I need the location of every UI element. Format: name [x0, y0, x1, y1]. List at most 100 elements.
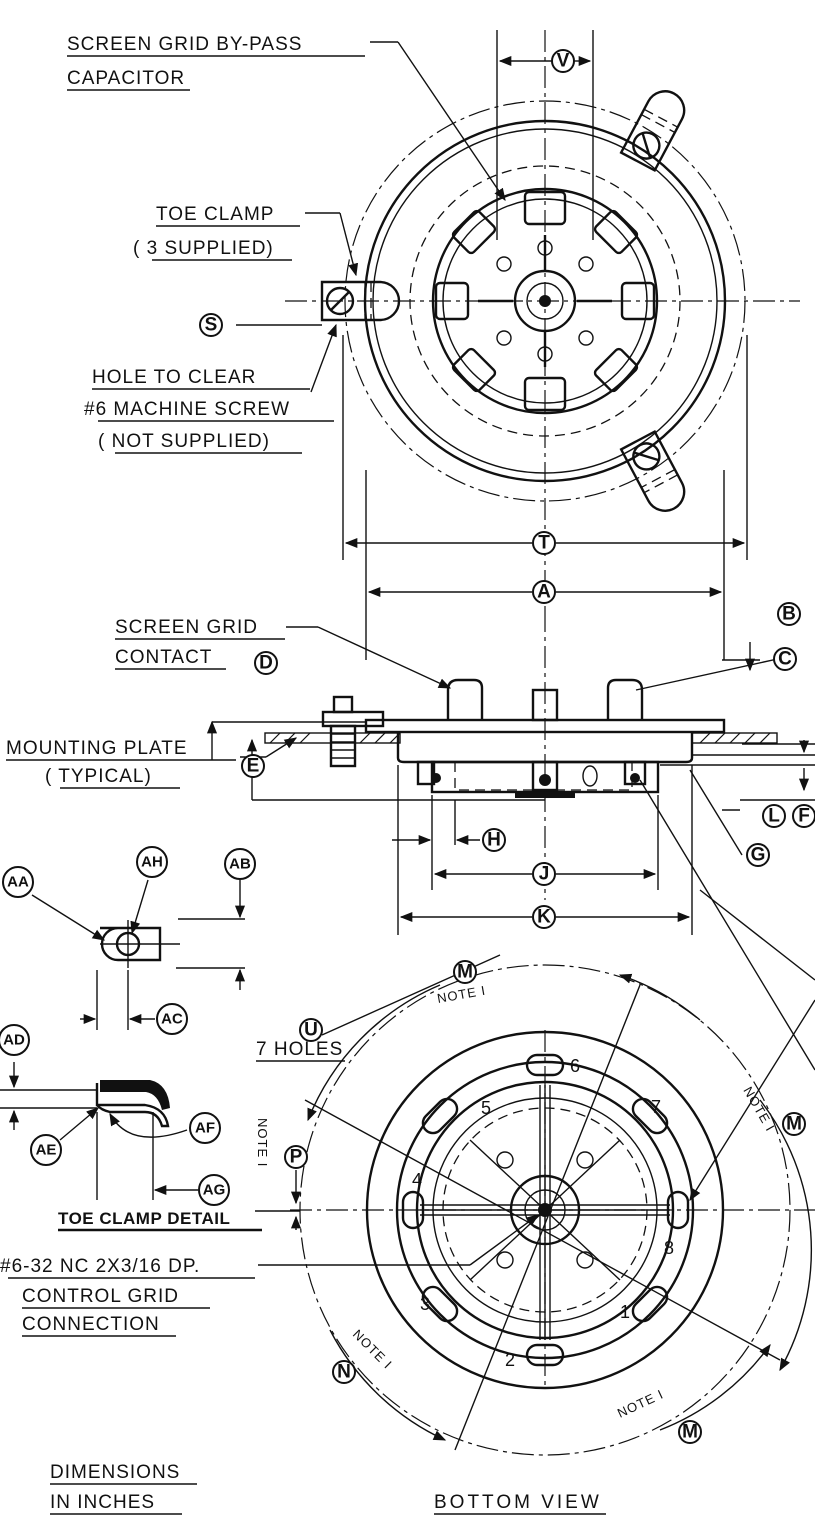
- socket-hub-inner: [526, 282, 564, 320]
- svg-text:N: N: [337, 1362, 351, 1383]
- side-view: [206, 610, 815, 1071]
- callout-AH: AH: [136, 846, 168, 878]
- svg-text:F: F: [798, 806, 810, 827]
- svg-text:AC: AC: [161, 1011, 183, 1028]
- label-toe-clamp-detail: TOE CLAMP DETAIL: [58, 1209, 230, 1228]
- note-lower-left: NOTE I: [350, 1327, 395, 1372]
- socket-center: [539, 295, 551, 307]
- svg-text:H: H: [487, 830, 501, 851]
- pin-1: 1: [620, 1302, 630, 1322]
- svg-text:U: U: [304, 1020, 318, 1041]
- label-toe-supplied: ( 3 SUPPLIED): [133, 238, 274, 259]
- label-capacitor: CAPACITOR: [67, 68, 185, 89]
- svg-text:AF: AF: [195, 1120, 215, 1137]
- svg-text:M: M: [786, 1114, 802, 1135]
- flange-inner: [372, 128, 718, 474]
- label-hole: HOLE TO CLEAR: [92, 367, 256, 388]
- label-screen-bypass: SCREEN GRID BY-PASS: [67, 34, 302, 55]
- svg-text:E: E: [247, 756, 260, 777]
- label-typical: ( TYPICAL): [45, 766, 152, 787]
- svg-text:J: J: [539, 864, 550, 885]
- label-dimensions: DIMENSIONS: [50, 1462, 180, 1483]
- svg-text:AB: AB: [229, 856, 251, 873]
- label-not-supplied: ( NOT SUPPLIED): [98, 431, 270, 452]
- callout-AB: AB: [224, 848, 256, 880]
- socket-hub: [513, 269, 577, 333]
- callout-S: S: [199, 313, 223, 337]
- callout-F: F: [792, 804, 815, 828]
- label-in-inches: IN INCHES: [50, 1492, 155, 1513]
- svg-text:AA: AA: [7, 874, 29, 891]
- callout-M-right: M: [782, 1112, 806, 1136]
- svg-text:A: A: [537, 582, 551, 603]
- label-bottom-view: BOTTOM VIEW: [434, 1492, 602, 1513]
- note-bottom: NOTE I: [615, 1386, 666, 1420]
- label-control-thread: #6-32 NC 2X3/16 DP.: [0, 1256, 200, 1277]
- callout-AC: AC: [156, 1003, 188, 1035]
- pin-3: 3: [420, 1294, 430, 1314]
- note-top: NOTE I: [436, 983, 487, 1006]
- toe-clamp-upper-right: [619, 90, 686, 173]
- callout-G: G: [746, 843, 770, 867]
- callout-K: K: [532, 905, 556, 929]
- svg-text:C: C: [778, 649, 792, 670]
- svg-text:AD: AD: [3, 1032, 25, 1049]
- label-screen-grid: SCREEN GRID: [115, 617, 258, 638]
- callout-J: J: [532, 862, 556, 886]
- hidden-circle: [409, 165, 681, 437]
- svg-text:T: T: [538, 533, 550, 554]
- svg-text:M: M: [682, 1422, 698, 1443]
- svg-text:P: P: [290, 1147, 303, 1168]
- callout-C: C: [773, 647, 797, 671]
- toe-clamp-detail: [0, 879, 246, 1200]
- callout-U: U: [299, 1018, 323, 1042]
- svg-text:AH: AH: [141, 854, 163, 871]
- pin-4: 4: [412, 1170, 422, 1190]
- label-mounting-plate: MOUNTING PLATE: [6, 738, 188, 759]
- svg-text:G: G: [751, 845, 766, 866]
- label-connection: CONNECTION: [22, 1314, 160, 1335]
- callout-AD: AD: [0, 1024, 30, 1056]
- callout-V: V: [551, 49, 575, 73]
- bolt-circle: [344, 100, 746, 502]
- svg-text:AE: AE: [36, 1142, 57, 1159]
- label-7-holes: 7 HOLES: [256, 1039, 343, 1060]
- callout-M-top: M: [453, 960, 477, 984]
- socket-body: [431, 187, 659, 415]
- pin-7: 7: [651, 1097, 661, 1117]
- callout-T: T: [532, 531, 556, 555]
- labels: SCREEN GRID BY-PASS CAPACITOR TOE CLAMP …: [0, 34, 778, 1515]
- svg-text:K: K: [537, 907, 551, 928]
- callout-N: N: [332, 1360, 356, 1384]
- callout-E: E: [241, 754, 265, 778]
- bottom-view: [255, 954, 815, 1456]
- callout-D: D: [254, 651, 278, 675]
- svg-text:D: D: [259, 653, 273, 674]
- svg-text:M: M: [457, 962, 473, 983]
- socket-ring: [442, 198, 648, 404]
- label-machine-screw: #6 MACHINE SCREW: [84, 399, 290, 420]
- top-dimensions: [342, 335, 748, 660]
- toe-clamp-lower-right: [619, 429, 686, 512]
- toe-clamp-left: [320, 280, 401, 322]
- svg-text:S: S: [205, 315, 218, 336]
- label-toe-clamp: TOE CLAMP: [156, 204, 274, 225]
- callout-P: P: [284, 1145, 308, 1169]
- pin-6: 6: [570, 1056, 580, 1076]
- top-view: [236, 30, 800, 610]
- pin-2: 2: [505, 1350, 515, 1370]
- pin-5: 5: [481, 1098, 491, 1118]
- callout-AF: AF: [189, 1112, 221, 1144]
- callout-H: H: [482, 828, 506, 852]
- svg-text:L: L: [768, 806, 780, 827]
- label-contact: CONTACT: [115, 647, 212, 668]
- callout-B: B: [777, 602, 801, 626]
- callout-AG: AG: [198, 1174, 230, 1206]
- pin-8: 8: [664, 1238, 674, 1258]
- label-control-grid: CONTROL GRID: [22, 1286, 179, 1307]
- callout-AA: AA: [2, 866, 34, 898]
- callout-AE: AE: [30, 1134, 62, 1166]
- callout-A: A: [532, 580, 556, 604]
- callout-L: L: [762, 804, 786, 828]
